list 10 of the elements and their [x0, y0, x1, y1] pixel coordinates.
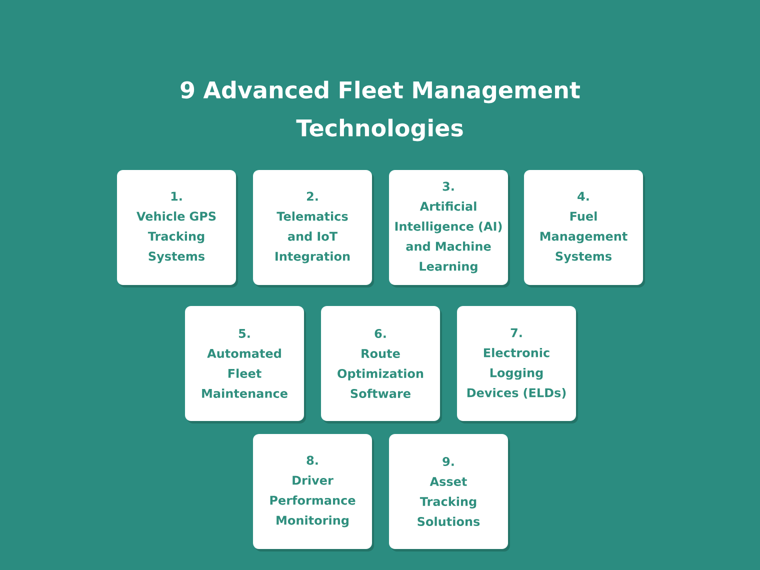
card: 2. Telematics and IoT Integration	[253, 170, 374, 288]
card: 9. Asset Tracking Solutions	[389, 434, 510, 552]
card: 6. Route Optimization Software	[321, 306, 442, 424]
card: 3. Artificial Intelligence (AI) and Machine Learning	[389, 170, 510, 288]
card: 1. Vehicle GPS Tracking Systems	[117, 170, 238, 288]
card: 4. Fuel Management Systems	[524, 170, 645, 288]
card: 7. Electronic Logging Devices (ELDs)	[457, 306, 578, 424]
card: 8. Driver Performance Monitoring	[253, 434, 374, 552]
card: 5. Automated Fleet Maintenance	[185, 306, 306, 424]
title: 9 Advanced Fleet Management Technologies	[180, 80, 580, 142]
